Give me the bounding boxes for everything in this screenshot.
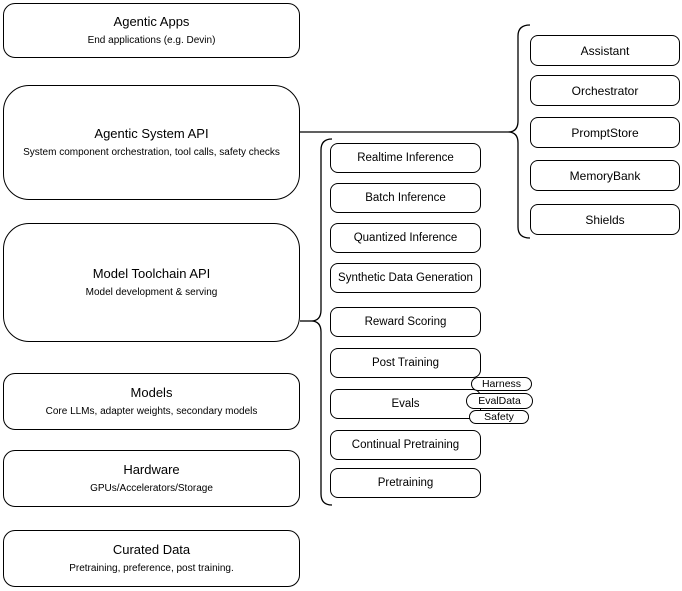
- toolchain-item-label: Batch Inference: [365, 192, 446, 204]
- toolchain-item-evals: Evals: [330, 389, 481, 419]
- toolchain-item-label: Pretraining: [377, 477, 434, 489]
- toolchain-item-realtime-inference: Realtime Inference: [330, 143, 481, 173]
- toolchain-item-post-training: Post Training: [330, 348, 481, 378]
- box-title: Model Toolchain API: [92, 266, 211, 282]
- eval-tag-label: Harness: [481, 377, 522, 390]
- component-promptstore: PromptStore: [530, 117, 680, 148]
- toolchain-item-label: Post Training: [371, 357, 440, 369]
- toolchain-item-label: Realtime Inference: [357, 152, 454, 164]
- component-label: PromptStore: [571, 125, 639, 140]
- box-models: Models Core LLMs, adapter weights, secon…: [3, 373, 300, 430]
- box-agentic-system-api: Agentic System API System component orch…: [3, 85, 300, 200]
- toolchain-item-batch-inference: Batch Inference: [330, 183, 481, 213]
- box-subtitle: Core LLMs, adapter weights, secondary mo…: [45, 405, 258, 417]
- toolchain-item-reward-scoring: Reward Scoring: [330, 307, 481, 337]
- toolchain-item-label: Evals: [391, 398, 420, 410]
- toolchain-brace: [310, 138, 333, 506]
- box-model-toolchain-api: Model Toolchain API Model development & …: [3, 223, 300, 342]
- box-title: Models: [130, 385, 173, 401]
- box-hardware: Hardware GPUs/Accelerators/Storage: [3, 450, 300, 507]
- toolchain-item-synthetic-data-generation: Synthetic Data Generation: [330, 263, 481, 293]
- component-assistant: Assistant: [530, 35, 680, 66]
- toolchain-item-pretraining: Pretraining: [330, 468, 481, 498]
- component-label: Shields: [585, 212, 625, 227]
- box-title: Curated Data: [112, 542, 191, 558]
- component-orchestrator: Orchestrator: [530, 75, 680, 106]
- eval-tag-evaldata: EvalData: [466, 393, 533, 409]
- toolchain-item-continual-pretraining: Continual Pretraining: [330, 430, 481, 460]
- toolchain-item-label: Synthetic Data Generation: [338, 272, 473, 284]
- box-title: Hardware: [123, 462, 180, 478]
- toolchain-item-label: Continual Pretraining: [351, 439, 460, 451]
- eval-tag-label: Safety: [484, 410, 514, 423]
- box-subtitle: End applications (e.g. Devin): [87, 34, 216, 46]
- box-subtitle: Pretraining, preference, post training.: [69, 562, 234, 574]
- box-title: Agentic Apps: [113, 14, 190, 30]
- toolchain-item-label: Quantized Inference: [353, 232, 458, 244]
- component-label: Assistant: [580, 43, 630, 58]
- box-title: Agentic System API: [94, 126, 209, 142]
- box-agentic-apps: Agentic Apps End applications (e.g. Devi…: [3, 3, 300, 58]
- toolchain-item-label: Reward Scoring: [364, 316, 447, 328]
- eval-tag-safety: Safety: [469, 410, 529, 424]
- component-label: Orchestrator: [571, 83, 639, 98]
- eval-tag-harness: Harness: [471, 377, 532, 391]
- box-subtitle: GPUs/Accelerators/Storage: [90, 482, 213, 494]
- components-brace: [507, 24, 531, 239]
- component-memorybank: MemoryBank: [530, 160, 680, 191]
- toolchain-item-quantized-inference: Quantized Inference: [330, 223, 481, 253]
- box-subtitle: Model development & serving: [85, 286, 218, 298]
- eval-tag-label: EvalData: [478, 394, 521, 407]
- box-subtitle: System component orchestration, tool cal…: [23, 146, 280, 158]
- component-shields: Shields: [530, 204, 680, 235]
- component-label: MemoryBank: [569, 168, 641, 183]
- box-curated-data: Curated Data Pretraining, preference, po…: [3, 530, 300, 587]
